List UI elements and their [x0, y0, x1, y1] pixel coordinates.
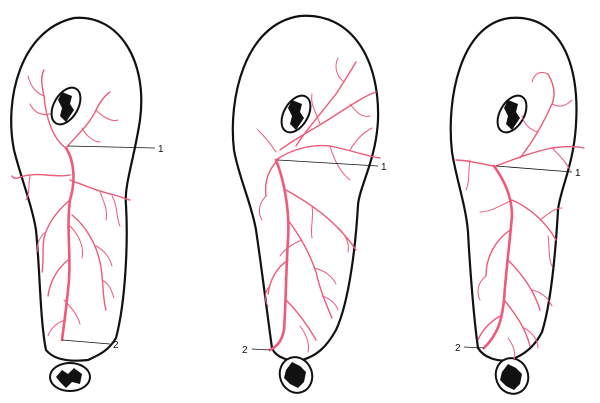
vessel-twig [310, 205, 314, 239]
organ-outline-middle [231, 14, 380, 362]
vessel-twig [539, 207, 563, 221]
callout-1-right: 1 [575, 168, 581, 179]
vessel-twig [521, 115, 539, 133]
vessel-twig [95, 109, 119, 121]
upper-opening-right [496, 94, 528, 134]
vessel-twig [47, 319, 67, 337]
vessel-twig [29, 103, 51, 115]
vessel-twig [349, 127, 373, 151]
main-vessel-middle [268, 158, 290, 352]
vessel-twig [257, 129, 277, 153]
vessel-twig [531, 289, 553, 307]
upper-opening-middle [280, 94, 312, 134]
specimen-middle: 1 2 [231, 14, 387, 394]
main-vessel-left [60, 146, 75, 342]
vessel-twig [111, 195, 121, 227]
main-vessel-right [482, 164, 514, 350]
vessel-branch [285, 299, 317, 341]
vessel-twig [349, 103, 371, 117]
organ-outline-left [10, 16, 143, 362]
vessel-twig [264, 285, 271, 307]
vessel-twig [479, 199, 513, 213]
vessel-twig [63, 299, 81, 325]
lower-opening-right [494, 357, 530, 395]
vessel-twig [81, 127, 101, 143]
vessel-twig [477, 275, 487, 301]
vessel-branch [41, 199, 71, 273]
vessels-left [11, 69, 131, 342]
vessel-branch [485, 229, 511, 277]
lower-opening-middle [278, 356, 314, 394]
vessel-branch [455, 159, 495, 167]
leader-line-2-middle [251, 348, 271, 351]
vessel-twig [551, 147, 571, 171]
callout-2-right: 2 [455, 343, 461, 354]
vessel-twig [313, 267, 337, 285]
vessel-branch [47, 259, 69, 297]
vessel-branch [69, 179, 131, 201]
vessels-middle [257, 57, 381, 353]
vessel-twig [95, 245, 113, 267]
vessel-twig [101, 279, 115, 299]
vessel-branch [503, 299, 531, 347]
callout-1-middle: 1 [381, 162, 387, 173]
vessel-twig [37, 231, 47, 253]
vessel-twig [335, 57, 345, 83]
organ-outline-right [449, 16, 578, 362]
vessel-branch [267, 259, 289, 295]
vessel-twig [69, 225, 83, 259]
callout-2-left: 2 [113, 340, 119, 351]
leader-line-2-right [463, 346, 485, 349]
specimen-right: 1 2 [449, 16, 585, 395]
vessel-branch [279, 91, 377, 151]
leader-line-1-middle [277, 159, 379, 167]
vessel-twig [523, 327, 539, 349]
vessel-twig [551, 99, 573, 107]
vessel-twig [547, 235, 553, 267]
vessel-twig [258, 195, 267, 221]
vessel-branch [287, 219, 333, 319]
vessel-twig [25, 175, 31, 201]
vessel-twig [465, 159, 471, 191]
vessel-branch [507, 259, 541, 311]
vessel-branch [11, 173, 71, 179]
vessel-twig [321, 295, 339, 311]
leader-line-1-left [67, 145, 156, 149]
vessel-twig [507, 337, 516, 361]
vessel-branch [264, 159, 279, 197]
callout-2-middle: 2 [242, 345, 248, 356]
vessel-twig [27, 75, 45, 97]
vessel-twig [311, 93, 321, 125]
vessel-branch [71, 214, 107, 311]
vessel-twig [99, 191, 107, 221]
vessel-branch [477, 315, 501, 341]
specimen-left: 1 2 [10, 16, 164, 392]
vessels-right [455, 71, 585, 361]
vessel-branch [511, 199, 557, 241]
vessel-twig [279, 239, 303, 257]
vessel-twig [329, 145, 351, 181]
vessel-twig [299, 325, 309, 353]
lower-opening-left [49, 362, 91, 392]
vessel-twig [335, 225, 349, 253]
leader-line-2-left [61, 339, 111, 345]
upper-opening-left [50, 86, 82, 126]
vessel-branch [295, 61, 357, 147]
callout-1-left: 1 [158, 144, 164, 155]
vessel-twig [531, 71, 549, 83]
leader-line-1-right [495, 165, 573, 173]
